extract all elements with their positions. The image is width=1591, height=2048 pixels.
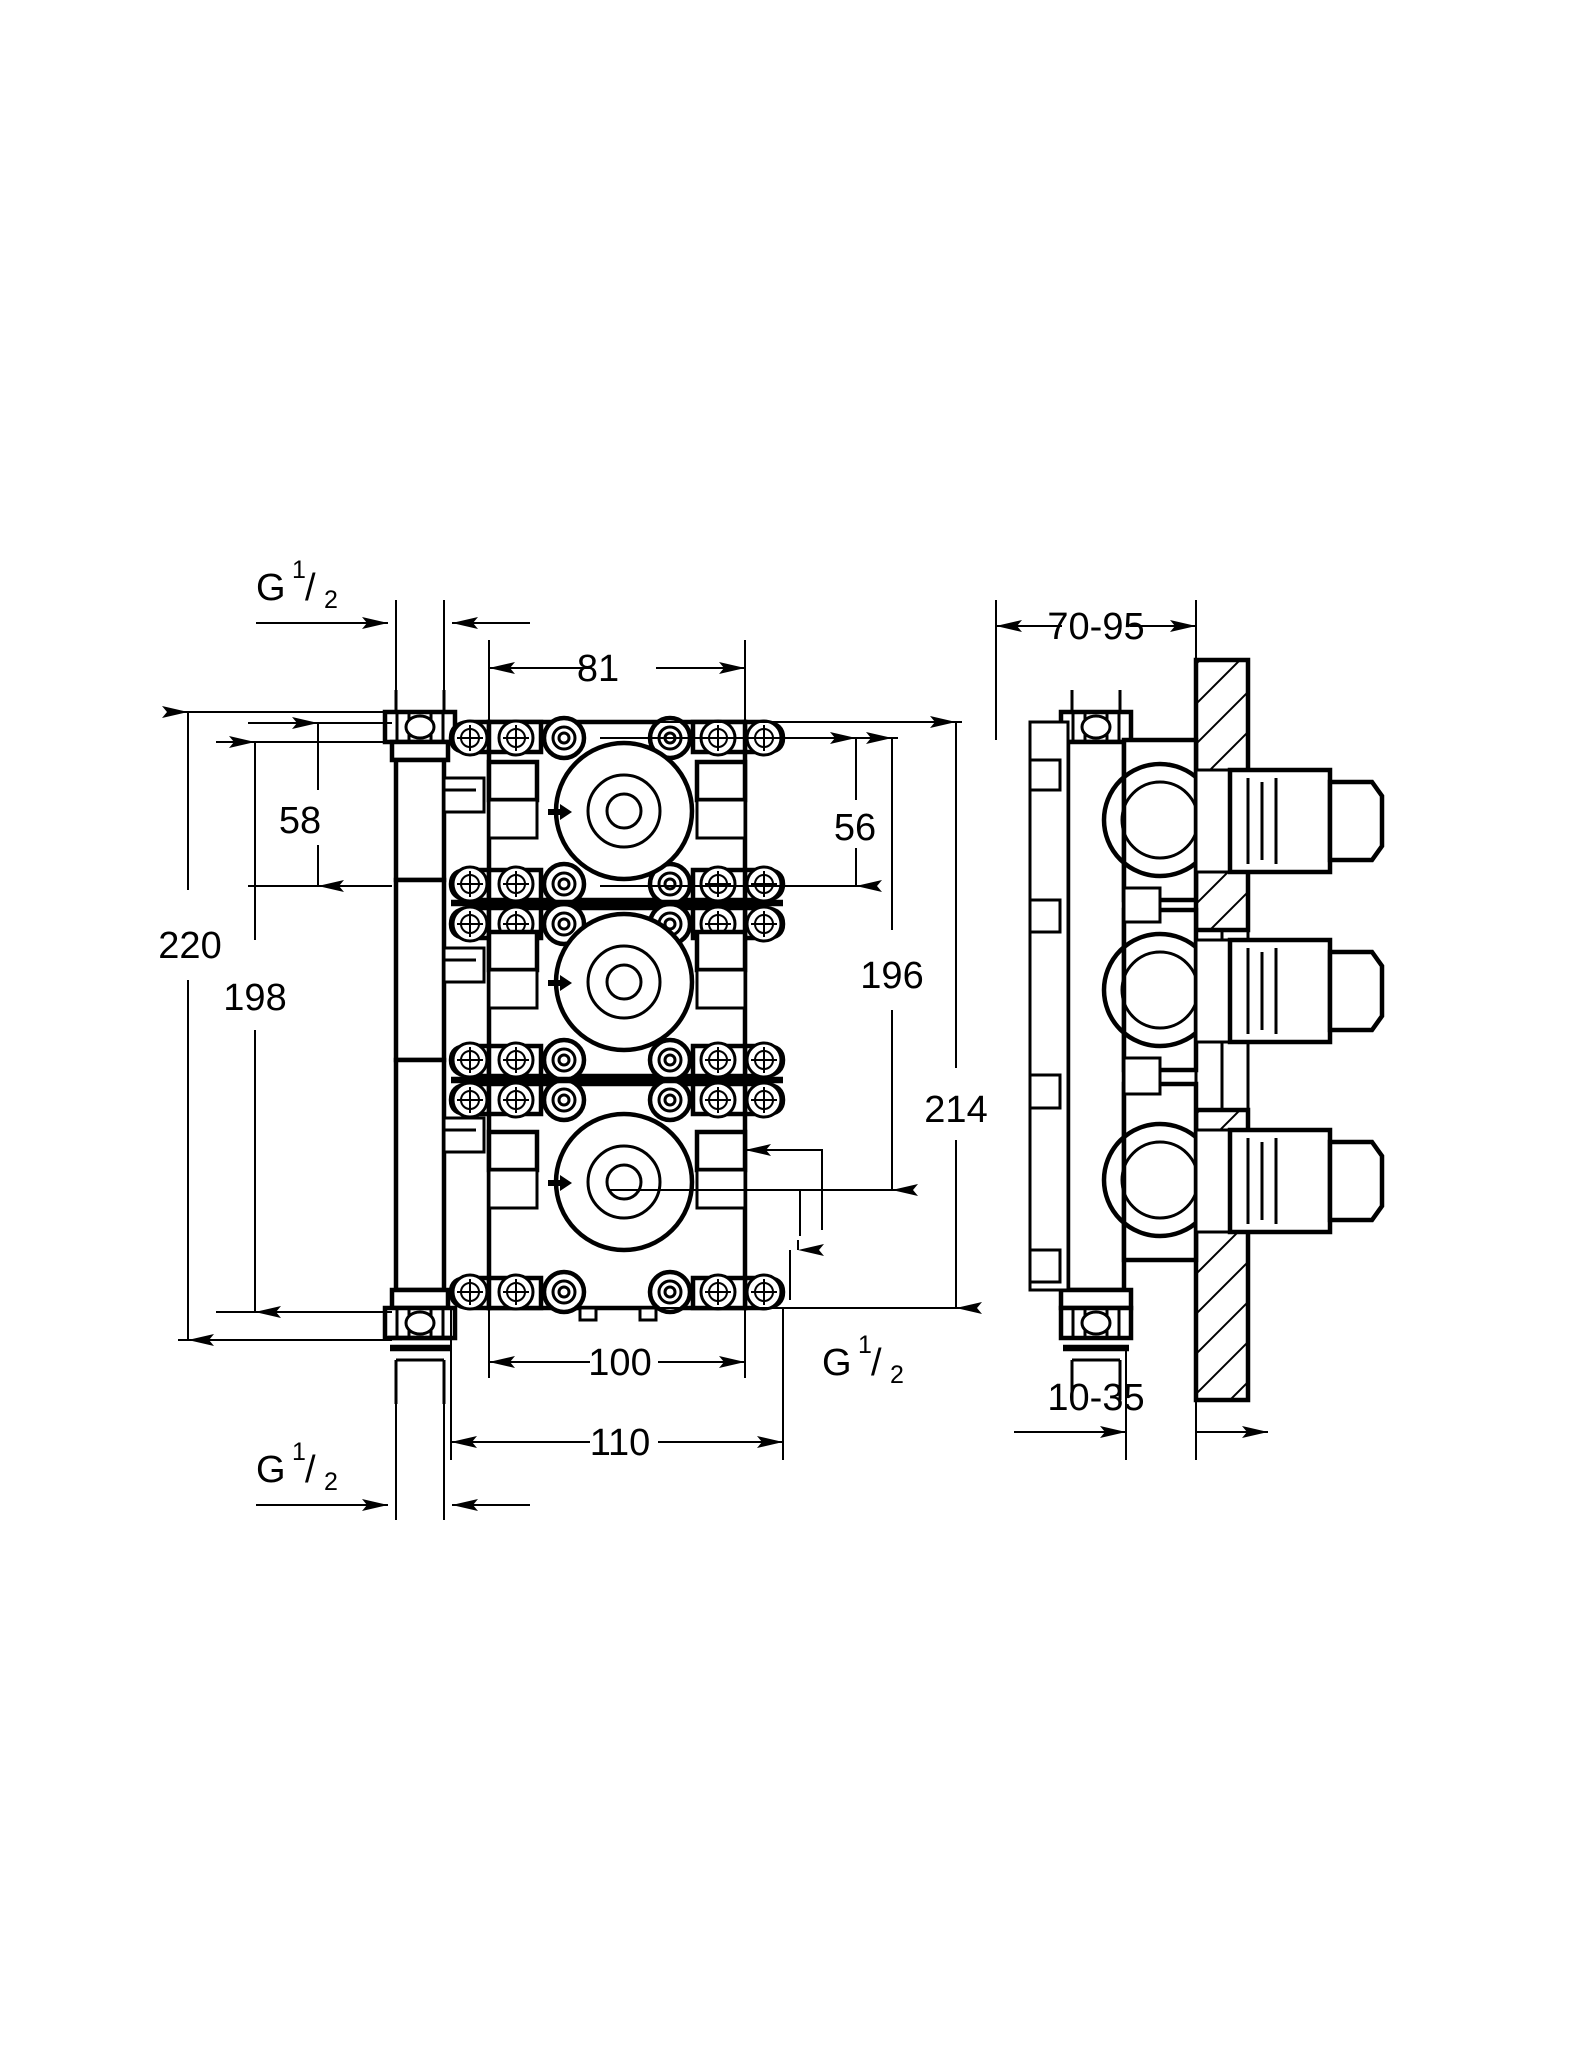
side-bottom-coupling-nut bbox=[1058, 1287, 1134, 1341]
dimension-58: 58 bbox=[248, 717, 392, 892]
dimension-214: 214 bbox=[620, 716, 988, 1314]
left-supply-riser bbox=[382, 690, 486, 1404]
side-valve-unit-middle bbox=[1101, 907, 1385, 1073]
thread-slash: / bbox=[305, 1449, 316, 1491]
dimension-214-label: 214 bbox=[924, 1089, 987, 1131]
flow-direction-arrow bbox=[548, 1175, 572, 1191]
bottom-coupling-nut bbox=[382, 1305, 458, 1341]
front-view-dimensions: G 1 / 2 81 58 bbox=[158, 556, 988, 1520]
front-view bbox=[382, 690, 786, 1404]
dimension-10-35: 10-35 bbox=[1014, 1348, 1268, 1460]
dimension-100: 100 bbox=[488, 1308, 746, 1384]
dimension-196-label: 196 bbox=[860, 955, 923, 997]
thread-numerator: 1 bbox=[858, 1331, 872, 1359]
thread-denominator: 2 bbox=[890, 1361, 904, 1389]
dimension-70-95-label: 70-95 bbox=[1047, 606, 1144, 648]
valve-unit-top bbox=[448, 715, 786, 907]
mounting-screws-bottom bbox=[451, 1037, 783, 1083]
side-top-coupling-nut bbox=[1058, 709, 1134, 745]
dimension-220: 220 bbox=[158, 706, 392, 1346]
side-view bbox=[1028, 657, 1385, 1403]
dimension-110-label: 110 bbox=[590, 1422, 651, 1464]
thread-callout-bottom-left: G 1 / 2 bbox=[256, 1400, 530, 1520]
thread-numerator: 1 bbox=[292, 1438, 306, 1466]
top-coupling-nut bbox=[382, 709, 458, 745]
thread-letter: G bbox=[822, 1342, 852, 1384]
valve-body-stack bbox=[448, 715, 786, 1322]
side-view-dimensions: 70-95 10-35 bbox=[995, 600, 1268, 1460]
mounting-screws-bottom bbox=[451, 861, 783, 907]
side-valve-unit-bottom bbox=[1101, 1081, 1385, 1263]
dimension-198: 198 bbox=[216, 736, 392, 1318]
mounting-screws-bottom bbox=[451, 1269, 783, 1315]
dimension-100-label: 100 bbox=[588, 1342, 651, 1384]
flow-direction-arrow bbox=[548, 804, 572, 820]
dimension-81: 81 bbox=[488, 640, 746, 722]
thread-letter: G bbox=[256, 1449, 286, 1491]
thread-denominator: 2 bbox=[324, 1468, 338, 1496]
thread-callout-top-left: G 1 / 2 bbox=[256, 556, 530, 712]
thread-numerator: 1 bbox=[292, 556, 306, 584]
thread-letter: G bbox=[256, 567, 286, 609]
side-valve-unit-top bbox=[1101, 737, 1385, 903]
dimension-70-95: 70-95 bbox=[995, 600, 1197, 740]
dimension-81-label: 81 bbox=[577, 648, 619, 690]
valve-unit-bottom bbox=[448, 1077, 786, 1322]
thread-denominator: 2 bbox=[324, 586, 338, 614]
dimension-198-label: 198 bbox=[223, 977, 286, 1019]
thread-callout-bottom-right: G 1 / 2 bbox=[745, 1144, 904, 1389]
side-valve-bodies bbox=[1101, 737, 1385, 1263]
flow-direction-arrow bbox=[548, 975, 572, 991]
side-supply-riser bbox=[1028, 690, 1134, 1400]
dimension-220-label: 220 bbox=[158, 925, 221, 967]
dimension-56-label: 56 bbox=[834, 807, 876, 849]
dimension-58-label: 58 bbox=[279, 800, 321, 842]
dimension-10-35-label: 10-35 bbox=[1047, 1377, 1144, 1419]
dimension-110: 110 bbox=[450, 1308, 784, 1464]
valve-unit-middle bbox=[448, 901, 786, 1083]
thread-slash: / bbox=[305, 567, 316, 609]
thread-slash: / bbox=[871, 1342, 882, 1384]
